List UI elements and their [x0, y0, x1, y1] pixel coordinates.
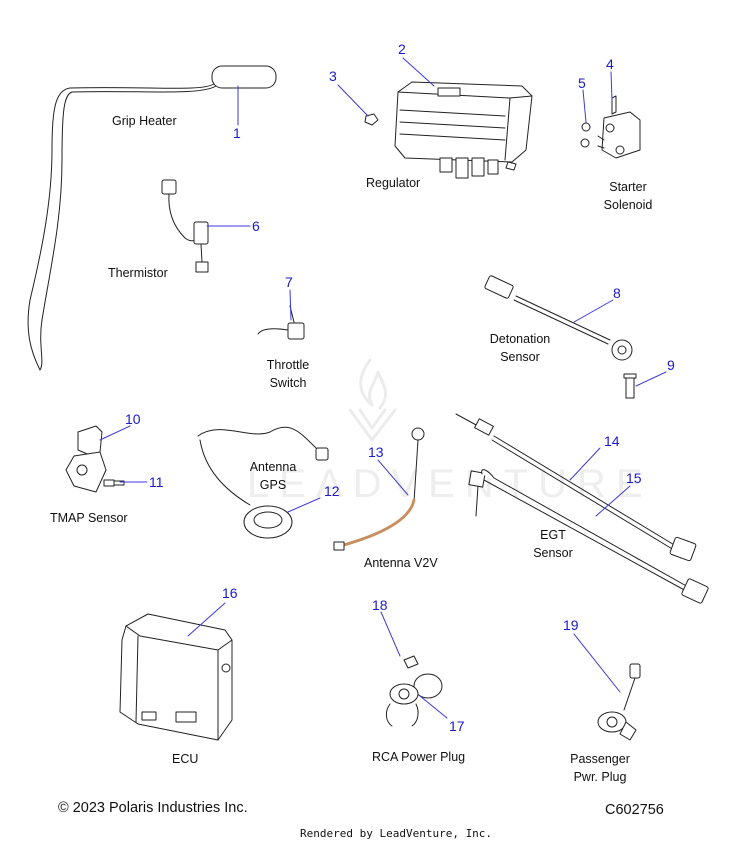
rca-power-plug-part: [385, 655, 443, 727]
callout-11: 11: [149, 474, 164, 490]
tmap-screw-part: [103, 479, 125, 487]
watermark-logo: [348, 358, 397, 442]
callout-8: 8: [613, 285, 621, 301]
egt-sensor-15-part: [468, 469, 709, 604]
callout-14: 14: [604, 433, 620, 449]
thermistor-part: [161, 179, 209, 273]
solenoid-nuts-part: [580, 122, 591, 148]
detonation-bolt-part: [623, 373, 637, 399]
callout-15: 15: [626, 470, 642, 486]
starter-solenoid-part: [597, 95, 641, 159]
detonation-sensor-part: [484, 275, 633, 361]
callout-4: 4: [606, 56, 614, 72]
ecu-part: [119, 613, 233, 741]
render-credit: Rendered by LeadVenture, Inc.: [300, 827, 493, 840]
callout-19: 19: [563, 617, 579, 633]
callout-5: 5: [578, 75, 586, 91]
passenger-power-plug-part: [597, 663, 641, 741]
callout-9: 9: [667, 357, 675, 373]
callout-16: 16: [222, 585, 238, 601]
callout-10: 10: [125, 411, 141, 427]
callout-6: 6: [252, 218, 260, 234]
callout-13: 13: [368, 444, 384, 460]
antenna-gps-part: [197, 426, 329, 539]
label-regulator: Regulator: [366, 176, 421, 190]
label-egt-sensor: EGT Sensor: [533, 528, 573, 560]
diagram-code: C602756: [605, 802, 664, 818]
regulator-bolt-part: [364, 113, 379, 126]
throttle-switch-part: [257, 305, 305, 340]
label-rca-power-plug: RCA Power Plug: [372, 750, 466, 764]
label-thermistor: Thermistor: [108, 266, 168, 280]
grip-heater-part: [27, 65, 277, 371]
watermark-text: LEADVENTURE: [247, 462, 653, 506]
callout-3: 3: [329, 68, 337, 84]
leader-lines: [99, 57, 667, 719]
regulator-part: [394, 81, 533, 179]
callout-2: 2: [398, 41, 406, 57]
label-starter-solenoid: Starter Solenoid: [603, 180, 653, 212]
label-grip-heater: Grip Heater: [112, 114, 177, 128]
label-tmap-sensor: TMAP Sensor: [50, 511, 128, 525]
callout-1: 1: [233, 125, 241, 141]
label-detonation-sensor: Detonation Sensor: [489, 332, 551, 364]
callout-17: 17: [449, 718, 465, 734]
label-antenna-gps: Antenna GPS: [249, 460, 297, 492]
callout-18: 18: [372, 597, 388, 613]
copyright-text: © 2023 Polaris Industries Inc.: [58, 800, 248, 816]
label-throttle-switch: Throttle Switch: [266, 358, 310, 390]
tmap-sensor-part: [65, 425, 107, 493]
antenna-v2v-part: [333, 427, 425, 551]
label-ecu: ECU: [172, 752, 199, 766]
label-passenger-pwr-plug: Passenger Pwr. Plug: [570, 752, 630, 784]
label-antenna-v2v: Antenna V2V: [364, 556, 438, 570]
egt-sensor-14-part: [455, 413, 697, 562]
callout-12: 12: [324, 483, 340, 499]
callout-7: 7: [285, 274, 293, 290]
